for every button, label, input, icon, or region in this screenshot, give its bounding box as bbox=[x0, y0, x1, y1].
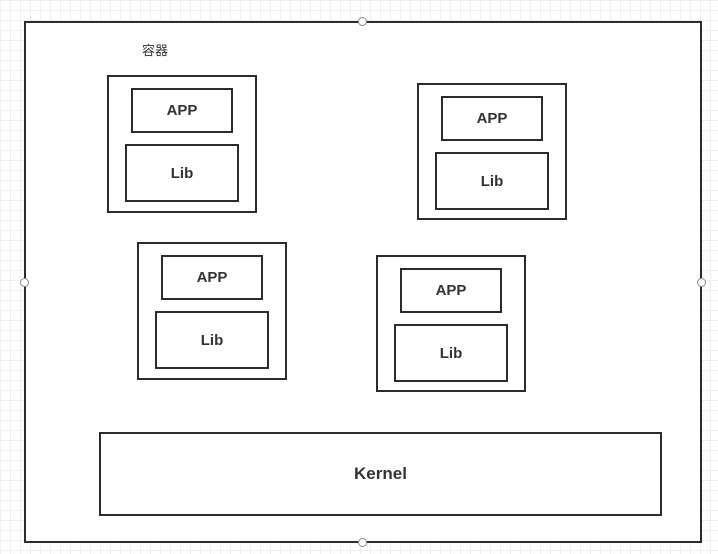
lib-box[interactable]: Lib bbox=[125, 144, 239, 202]
selection-handle-right[interactable] bbox=[697, 278, 706, 287]
app-box[interactable]: APP bbox=[161, 255, 263, 300]
lib-box[interactable]: Lib bbox=[155, 311, 269, 369]
lib-box[interactable]: Lib bbox=[435, 152, 549, 210]
app-box[interactable]: APP bbox=[441, 96, 543, 141]
kernel-box[interactable]: Kernel bbox=[99, 432, 662, 516]
selection-handle-top[interactable] bbox=[358, 17, 367, 26]
app-box[interactable]: APP bbox=[131, 88, 233, 133]
diagram-title: 容器 bbox=[142, 44, 169, 59]
selection-handle-left[interactable] bbox=[20, 278, 29, 287]
selection-handle-bottom[interactable] bbox=[358, 538, 367, 547]
lib-box[interactable]: Lib bbox=[394, 324, 508, 382]
app-box[interactable]: APP bbox=[400, 268, 502, 313]
